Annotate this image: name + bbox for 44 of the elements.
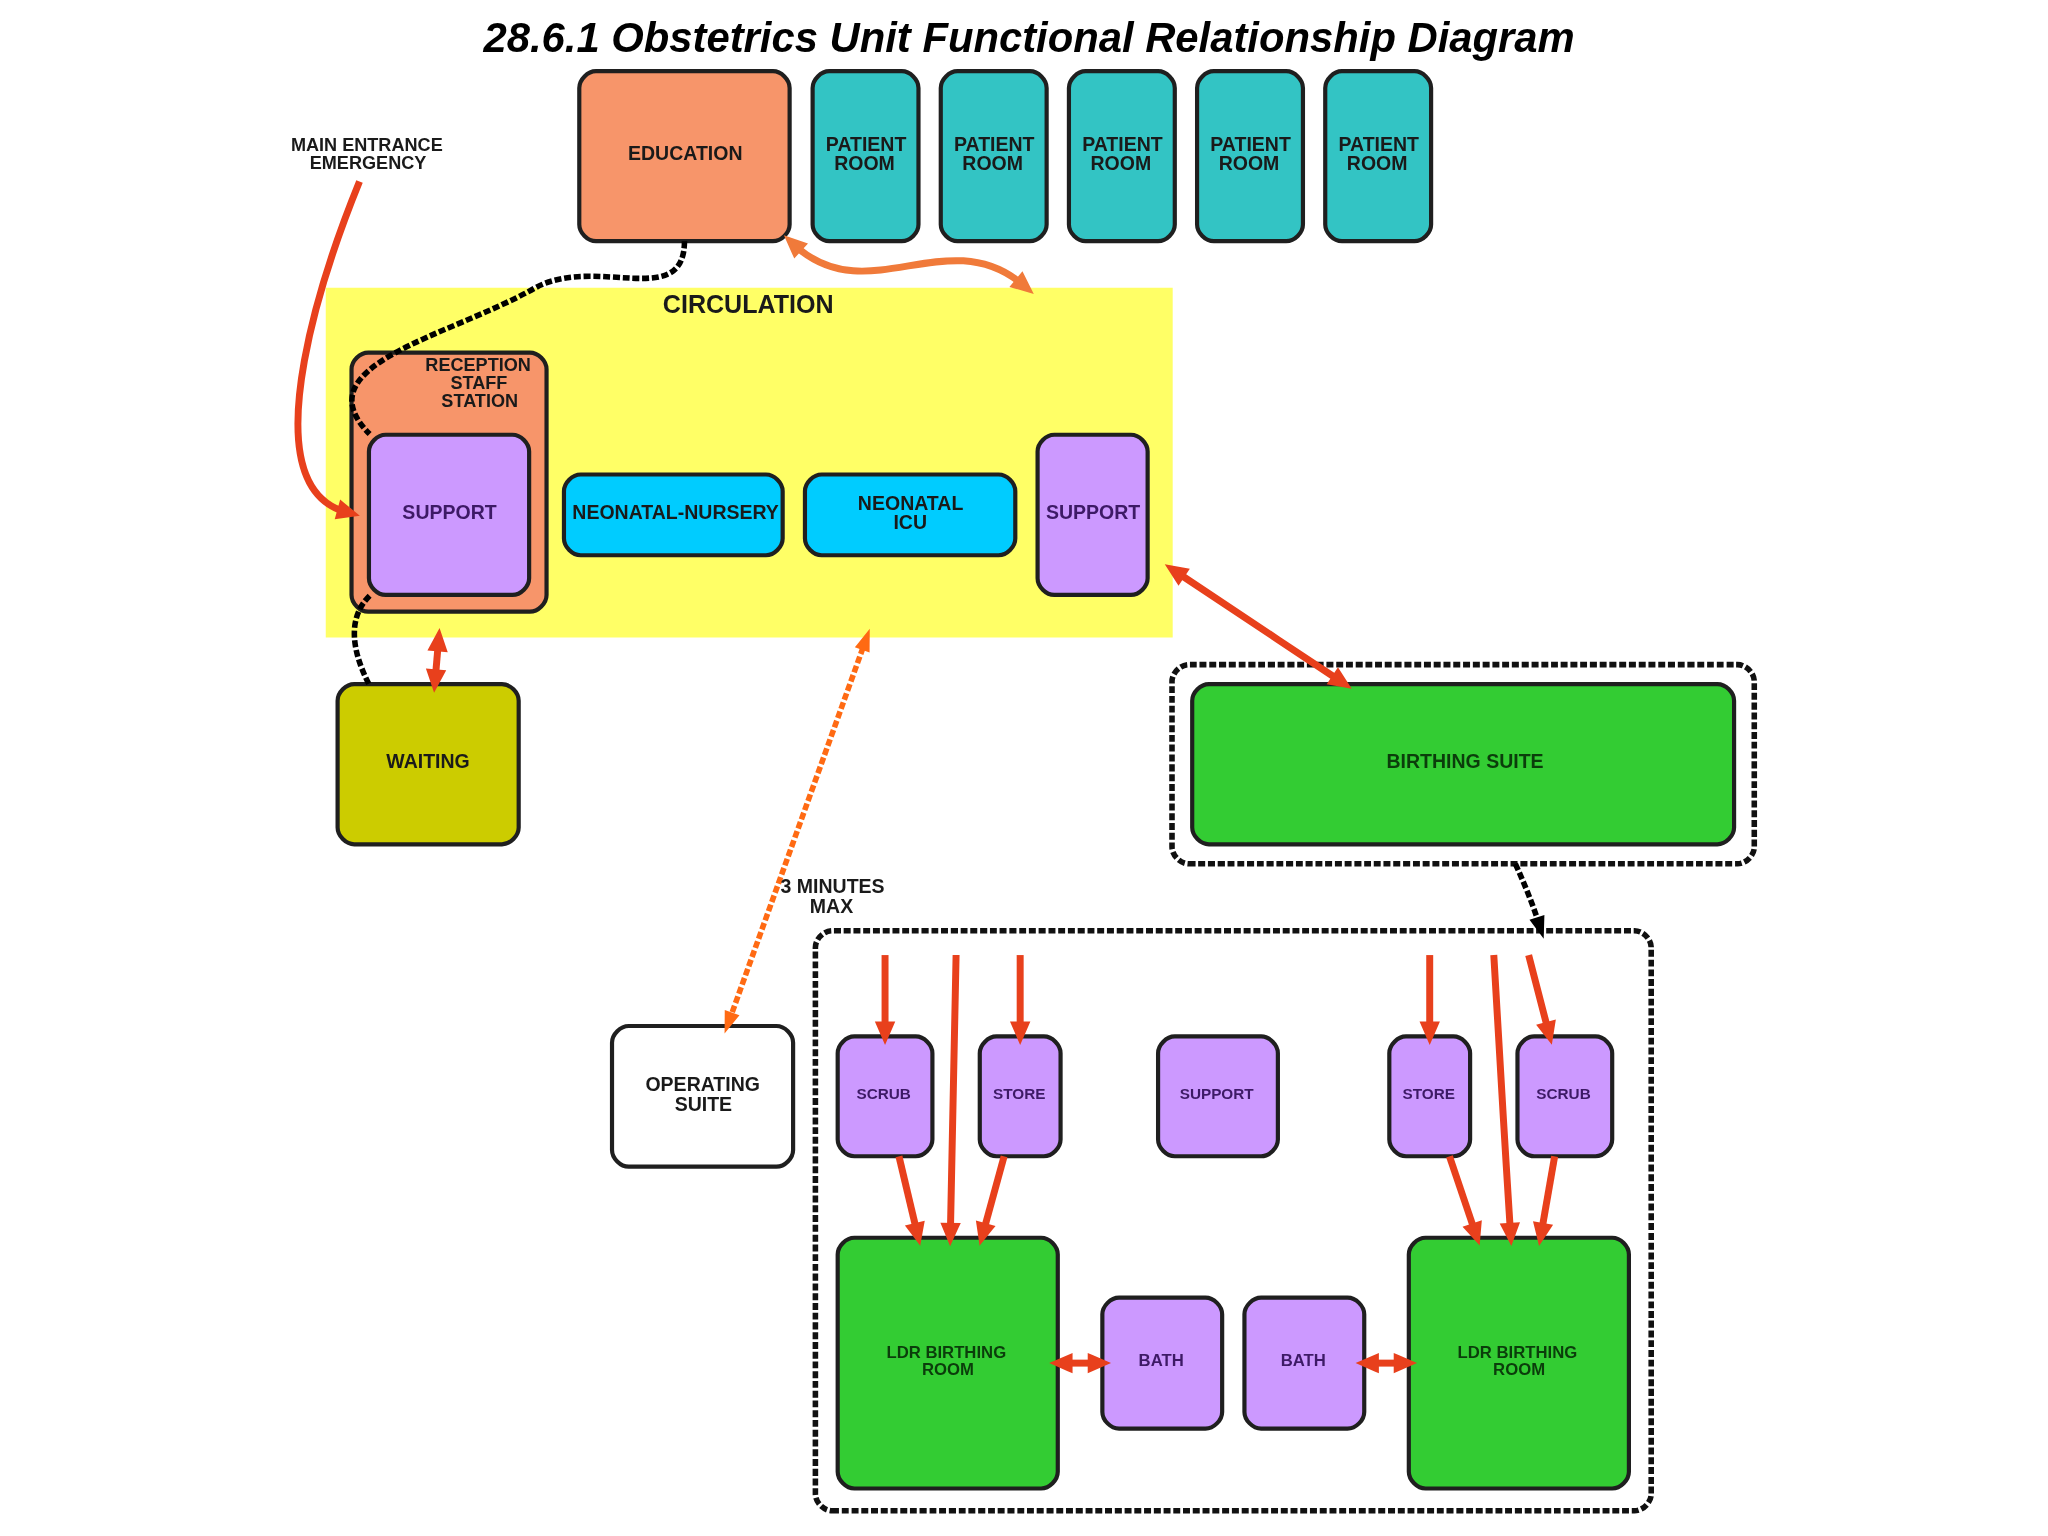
- node-box: OPERATING SUITE: [609, 1023, 796, 1169]
- node-box: LDR BIRTHING ROOM: [835, 1235, 1060, 1491]
- arrow: [783, 235, 1034, 295]
- node-box: PATIENT ROOM: [810, 69, 921, 244]
- arrow: [1512, 862, 1545, 939]
- arrow: [940, 954, 961, 1247]
- node-box: NEONATAL ICU: [802, 472, 1018, 558]
- node-box: PATIENT ROOM: [1323, 69, 1434, 244]
- node-box: BATH: [1242, 1295, 1367, 1431]
- node-box: EDUCATION: [577, 69, 792, 244]
- connector: [351, 593, 372, 685]
- arrow: [294, 180, 363, 520]
- node-box: BATH: [1100, 1295, 1225, 1431]
- node-box: SUPPORT: [1035, 432, 1150, 598]
- arrow: [1049, 1352, 1112, 1374]
- cluster: [1169, 661, 1758, 867]
- arrow: [975, 1155, 1008, 1246]
- connector: [349, 240, 688, 436]
- arrow: [1164, 564, 1352, 689]
- node-box: PATIENT ROOM: [1066, 69, 1177, 244]
- node-box: PATIENT ROOM: [1195, 69, 1306, 244]
- node-box: LDR BIRTHING ROOM: [1406, 1235, 1631, 1491]
- node-box: STORE: [1387, 1034, 1473, 1159]
- node-box: SUPPORT: [1156, 1034, 1280, 1159]
- node-box: PATIENT ROOM: [938, 69, 1049, 244]
- arrow: [1532, 1155, 1559, 1246]
- arrow: [1525, 954, 1556, 1045]
- node-box: BIRTHING SUITE: [1190, 682, 1737, 847]
- arrow: [895, 1155, 925, 1246]
- arrow: [425, 628, 448, 693]
- node-box: WAITING: [335, 682, 521, 847]
- node-box: SUPPORT: [366, 432, 532, 598]
- arrow: [724, 628, 870, 1034]
- node-box: STORE: [977, 1034, 1063, 1159]
- cluster: [812, 927, 1654, 1514]
- arrow: [1490, 954, 1521, 1247]
- arrow: [1446, 1155, 1482, 1246]
- edge-label: 3 MINUTES MAX: [780, 875, 885, 917]
- node-box: NEONATAL-NURSERY: [561, 472, 785, 558]
- node-box: SCRUB: [1515, 1034, 1615, 1159]
- node-text: MAIN ENTRANCE EMERGENCY: [290, 135, 443, 174]
- node-box: SCRUB: [835, 1034, 935, 1159]
- arrow: [1355, 1352, 1418, 1374]
- diagram-title: 28.6.1 Obstetrics Unit Functional Relationship Diagram: [483, 13, 1575, 61]
